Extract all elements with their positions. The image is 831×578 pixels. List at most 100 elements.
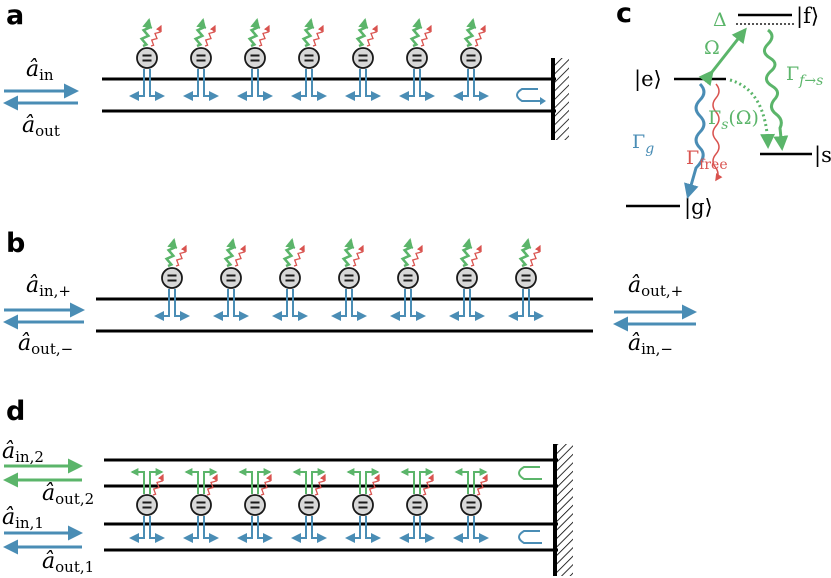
atom-unit bbox=[390, 238, 426, 321]
guided-emission-right-icon bbox=[311, 69, 327, 101]
free-space-emission-red-icon bbox=[234, 244, 246, 267]
atom-unit bbox=[154, 238, 190, 321]
port-out-1-label: âout,1 bbox=[42, 549, 94, 576]
rate-free-label: Γfree bbox=[686, 147, 728, 173]
free-space-emission-red-icon bbox=[366, 24, 378, 47]
atom-unit bbox=[272, 238, 308, 321]
level-e-label: |e⟩ bbox=[634, 67, 662, 92]
free-space-emission-red-icon bbox=[352, 244, 364, 267]
guided-emission-left-icon bbox=[272, 289, 288, 321]
rate-fs-label: Γf→s bbox=[786, 63, 823, 89]
atom-icon bbox=[190, 47, 212, 69]
free-space-emission-green-icon bbox=[223, 238, 237, 268]
atom-icon bbox=[136, 47, 158, 69]
free-space-emission-red-icon bbox=[314, 473, 326, 496]
guided-emission-left-icon bbox=[346, 468, 361, 494]
free-space-emission-green-icon bbox=[409, 18, 423, 48]
port-out-2-label: âout,2 bbox=[42, 481, 94, 508]
guided-emission-right-icon bbox=[419, 516, 435, 543]
atom-icon bbox=[136, 494, 158, 516]
atom-icon bbox=[406, 494, 428, 516]
guided-emission-right-icon bbox=[365, 468, 380, 494]
guided-emission-left-icon bbox=[331, 289, 347, 321]
guided-emission-right-icon bbox=[311, 468, 326, 494]
guided-emission-left-icon bbox=[399, 69, 415, 101]
guided-emission-right-icon bbox=[233, 289, 249, 321]
guided-emission-left-icon bbox=[129, 516, 145, 543]
free-space-emission-red-icon bbox=[529, 244, 541, 267]
free-space-emission-red-icon bbox=[470, 244, 482, 267]
atom-icon bbox=[460, 47, 482, 69]
free-space-emission-red-icon bbox=[422, 473, 434, 496]
free-space-emission-green-icon bbox=[193, 18, 207, 48]
guided-emission-left-icon bbox=[183, 69, 199, 101]
reflection-arrow-icon bbox=[516, 88, 540, 102]
atom-unit bbox=[237, 468, 273, 543]
atom-icon bbox=[298, 494, 320, 516]
atom-icon bbox=[456, 267, 478, 289]
detuning-label: Δ bbox=[713, 9, 727, 31]
atom-unit bbox=[345, 18, 381, 101]
free-space-emission-green-icon bbox=[301, 18, 315, 48]
guided-emission-right-icon bbox=[203, 69, 219, 101]
panel-b: âin,+ âout,− âout,+ âin,− bbox=[2, 238, 697, 358]
guided-emission-left-icon bbox=[291, 516, 307, 543]
guided-emission-right-icon bbox=[528, 289, 544, 321]
atom-unit bbox=[345, 468, 381, 543]
free-space-emission-red-icon bbox=[150, 24, 162, 47]
guided-emission-left-icon bbox=[399, 516, 415, 543]
guided-emission-right-icon bbox=[469, 289, 485, 321]
guided-emission-right-icon bbox=[473, 516, 489, 543]
atom-icon bbox=[161, 267, 183, 289]
guided-emission-right-icon bbox=[419, 69, 435, 101]
guided-emission-left-icon bbox=[154, 289, 170, 321]
panel-d: âin,2 âout,2 âin,1 âout,1 bbox=[2, 439, 573, 576]
guided-emission-left-icon bbox=[129, 69, 145, 101]
atom-unit bbox=[331, 238, 367, 321]
free-space-emission-red-icon bbox=[476, 473, 488, 496]
guided-emission-right-icon bbox=[149, 69, 165, 101]
guided-emission-left-icon bbox=[238, 468, 253, 494]
free-space-emission-red-icon bbox=[368, 473, 380, 496]
free-space-emission-red-icon bbox=[312, 24, 324, 47]
panel-label-d: d bbox=[6, 396, 25, 427]
drive-arrow bbox=[698, 27, 747, 87]
atom-row-b bbox=[154, 238, 544, 321]
mirror-hatch bbox=[555, 58, 569, 140]
atom-row-d bbox=[129, 468, 489, 543]
atom-unit bbox=[213, 238, 249, 321]
atom-unit bbox=[129, 18, 165, 101]
free-space-emission-red-icon bbox=[258, 24, 270, 47]
free-space-emission-red-icon bbox=[411, 244, 423, 267]
atom-unit bbox=[449, 238, 485, 321]
guided-emission-right-icon bbox=[473, 69, 489, 101]
level-g-label: |g⟩ bbox=[684, 195, 713, 220]
guided-emission-right-icon bbox=[365, 516, 381, 543]
atom-unit bbox=[291, 468, 327, 543]
atom-unit bbox=[237, 18, 273, 101]
guided-emission-right-icon bbox=[149, 468, 164, 494]
decay-g-wavy-arrow-icon bbox=[684, 82, 706, 199]
panel-label-a: a bbox=[6, 0, 24, 31]
guided-emission-left-icon bbox=[390, 289, 406, 321]
guided-emission-right-icon bbox=[174, 289, 190, 321]
atom-unit bbox=[291, 18, 327, 101]
free-space-emission-green-icon bbox=[518, 238, 532, 268]
panel-c: |f⟩ |e⟩ |s⟩ |g⟩ Δ Ω Γg Γfree Γs(Ω) Γf→s bbox=[626, 4, 831, 220]
guided-emission-right-icon bbox=[257, 468, 272, 494]
panel-label-b: b bbox=[6, 228, 25, 259]
level-s-label: |s⟩ bbox=[814, 143, 831, 168]
guided-emission-left-icon bbox=[183, 516, 199, 543]
guided-emission-left-icon bbox=[237, 69, 253, 101]
guided-emission-right-icon bbox=[311, 516, 327, 543]
guided-emission-right-icon bbox=[365, 69, 381, 101]
guided-emission-left-icon bbox=[508, 289, 524, 321]
atom-unit bbox=[399, 18, 435, 101]
rate-s-label: Γs(Ω) bbox=[708, 107, 759, 133]
free-space-emission-green-icon bbox=[164, 238, 178, 268]
free-space-emission-green-icon bbox=[463, 18, 477, 48]
panel-label-c: c bbox=[616, 0, 632, 29]
port-left-in-label: âin,+ bbox=[26, 273, 71, 300]
guided-emission-left-icon bbox=[130, 468, 145, 494]
